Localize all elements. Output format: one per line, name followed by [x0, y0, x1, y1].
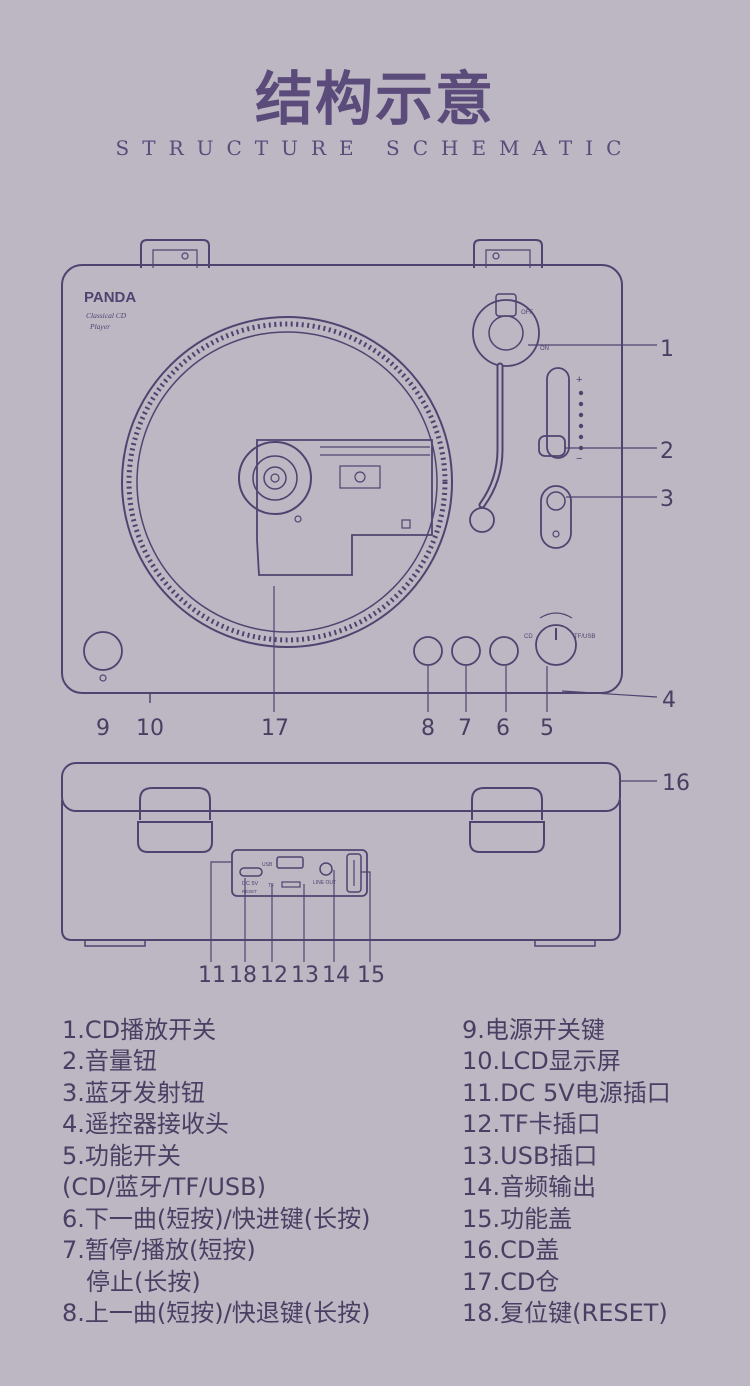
model-name-2: Player [89, 322, 110, 331]
port-usb-label: USB [262, 862, 273, 868]
callout-18: 18 [229, 963, 257, 988]
mode-cd-label: CD [524, 634, 533, 640]
play-pause-button [451, 636, 481, 666]
legend-item: 3.蓝牙发射钮 [62, 1079, 205, 1107]
page-title: 结构示意 [254, 65, 495, 133]
player-body [61, 264, 623, 694]
callout-17: 17 [261, 716, 289, 741]
callout-11: 11 [198, 963, 226, 988]
legend-item: 7.暂停/播放(短按) [62, 1236, 256, 1264]
power-button [83, 631, 123, 671]
legend-item: 2.音量钮 [62, 1047, 157, 1075]
mode-tfusb-label: TF/USB [574, 634, 595, 640]
bluetooth-button [540, 485, 572, 549]
callout-14: 14 [322, 963, 350, 988]
legend-item: 1.CD播放开关 [62, 1016, 217, 1044]
callout-15: 15 [357, 963, 385, 988]
port-reset-label: RESET [242, 889, 257, 894]
callout-2: 2 [660, 439, 674, 464]
port-panel [231, 849, 368, 897]
legend-item: 12.TF卡插口 [462, 1110, 601, 1138]
legend-item: 16.CD盖 [462, 1236, 560, 1264]
legend-item: 4.遥控器接收头 [62, 1110, 229, 1138]
port-tf-label: TF [268, 883, 274, 889]
volume-plus-label: + [576, 374, 582, 386]
callout-13: 13 [291, 963, 319, 988]
callout-12: 12 [260, 963, 288, 988]
cd-compartment [256, 439, 433, 576]
legend-item: 13.USB插口 [462, 1142, 598, 1170]
legend-item: 14.音频输出 [462, 1173, 597, 1201]
legend-item: 10.LCD显示屏 [462, 1047, 621, 1075]
callout-1: 1 [660, 337, 674, 362]
brand-logo: PANDA [84, 289, 136, 306]
callout-5: 5 [540, 716, 554, 741]
legend-item: 18.复位键(RESET) [462, 1299, 668, 1327]
callout-6: 6 [496, 716, 510, 741]
callout-numbers: 1 2 3 4 5 6 7 8 9 10 17 16 11 18 12 13 1… [96, 337, 690, 988]
port-dc-label: DC 5V [242, 881, 259, 887]
switch-on-label: ON [540, 346, 549, 352]
switch-off-label: OFF [521, 310, 533, 316]
legend-item: 17.CD仓 [462, 1268, 560, 1296]
callout-7: 7 [458, 716, 472, 741]
callout-9: 9 [96, 716, 110, 741]
function-knob [535, 624, 577, 666]
legend-item: 5.功能开关 [62, 1142, 181, 1170]
callout-leaders [210, 344, 658, 962]
legend-item: 8.上一曲(短按)/快退键(长按) [62, 1299, 371, 1327]
legend-item: 11.DC 5V电源插口 [462, 1079, 671, 1107]
callout-4: 4 [662, 688, 676, 713]
legend-item: 停止(长按) [86, 1268, 201, 1296]
callout-8: 8 [421, 716, 435, 741]
legend-item: 9.电源开关键 [462, 1016, 605, 1044]
back-view [61, 762, 621, 947]
callout-3: 3 [660, 487, 674, 512]
model-name-1: Classical CD [86, 311, 127, 320]
legend-item: 15.功能盖 [462, 1205, 573, 1233]
callout-10: 10 [136, 716, 164, 741]
volume-minus-label: − [576, 453, 582, 465]
port-lineout-label: LINE OUT [313, 880, 336, 886]
next-button [489, 636, 519, 666]
prev-button [413, 636, 443, 666]
page-subtitle: STRUCTURE SCHEMATIC [115, 136, 635, 160]
legend-item: 6.下一曲(短按)/快进键(长按) [62, 1205, 371, 1233]
legend-item: (CD/蓝牙/TF/USB) [62, 1173, 266, 1201]
callout-16: 16 [662, 771, 690, 796]
top-view [61, 239, 623, 703]
